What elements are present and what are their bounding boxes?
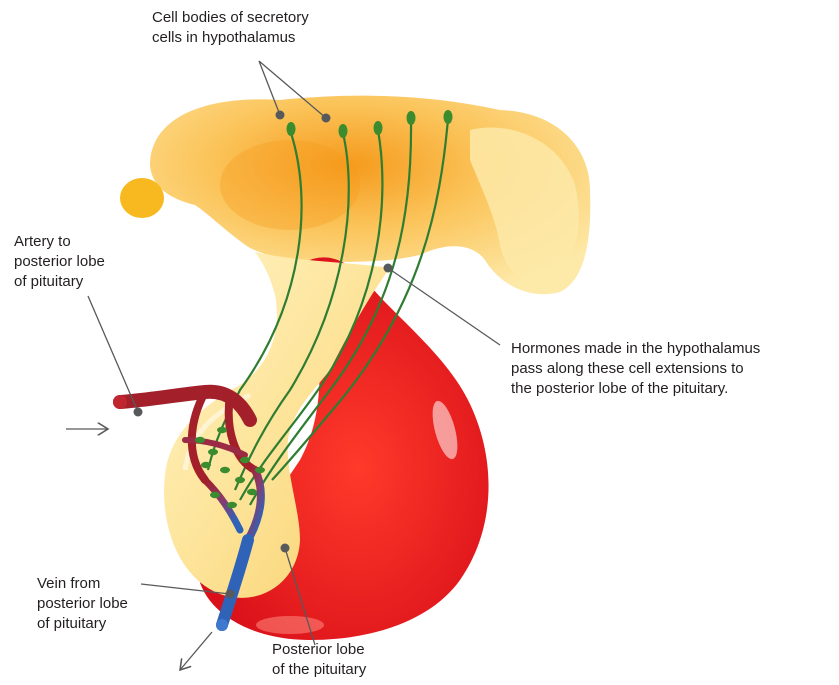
label-hormones-line1: Hormones made in the hypothalamus (511, 339, 760, 359)
label-vein: Vein from posterior lobe of pituitary (37, 574, 128, 634)
cell-body (444, 110, 453, 124)
label-artery-line2: posterior lobe (14, 252, 105, 272)
label-posterior-lobe-line2: of the pituitary (272, 660, 366, 680)
cell-body (407, 111, 416, 125)
label-hormones: Hormones made in the hypothalamus pass a… (511, 339, 760, 399)
label-hormones-line2: pass along these cell extensions to (511, 359, 760, 379)
label-cell-bodies: Cell bodies of secretory cells in hypoth… (152, 8, 309, 48)
outflow-arrow (180, 632, 212, 670)
label-artery-line1: Artery to (14, 232, 105, 252)
cell-body (287, 122, 296, 136)
label-posterior-lobe: Posterior lobe of the pituitary (272, 640, 366, 680)
label-vein-line2: posterior lobe (37, 594, 128, 614)
label-posterior-lobe-line1: Posterior lobe (272, 640, 366, 660)
label-cell-bodies-line2: cells in hypothalamus (152, 28, 309, 48)
cell-body (339, 124, 348, 138)
hypothalamus-bump (120, 178, 164, 218)
leader-artery (88, 296, 138, 412)
label-vein-line1: Vein from (37, 574, 128, 594)
label-cell-bodies-line1: Cell bodies of secretory (152, 8, 309, 28)
label-artery: Artery to posterior lobe of pituitary (14, 232, 105, 292)
label-hormones-line3: the posterior lobe of the pituitary. (511, 379, 760, 399)
cell-body (374, 121, 383, 135)
label-artery-line3: of pituitary (14, 272, 105, 292)
label-vein-line3: of pituitary (37, 614, 128, 634)
